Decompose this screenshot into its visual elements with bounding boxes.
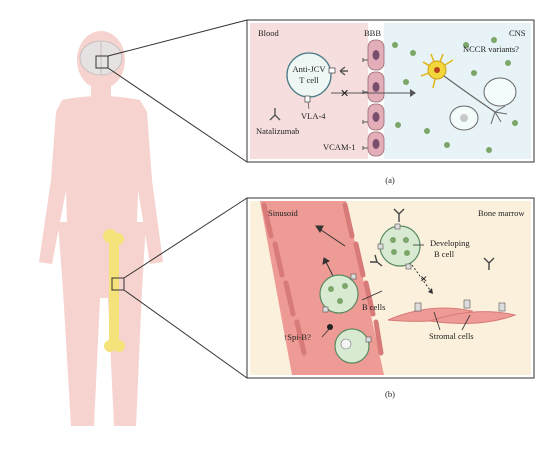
label-developing-line1: Developing <box>430 238 470 248</box>
label-nccr: NCCR variants? <box>463 44 519 54</box>
b-cell-in-sinusoid <box>334 328 372 364</box>
natalizumab-antibody-icons <box>269 66 348 121</box>
label-bbb: BBB <box>364 28 381 38</box>
vessel-wall <box>261 202 384 356</box>
femur-bone-icon <box>103 229 125 352</box>
label-b-cells: B cells <box>362 302 385 312</box>
label-vcam1: VCAM-1 <box>323 142 356 152</box>
natalizumab-antibody-icons-b <box>370 208 495 270</box>
label-spi-b: ↑Spi-B? <box>283 332 311 342</box>
label-natalizumab: Natalizumab <box>256 126 299 136</box>
caption-a: (a) <box>385 175 395 185</box>
developing-b-cell <box>377 223 421 270</box>
human-silhouette <box>39 31 163 426</box>
panel-b: ✕ Sinusoid Bone marrow Developing B cell… <box>246 197 535 379</box>
block-mark-b: ✕ <box>420 274 428 284</box>
caption-b: (b) <box>385 389 395 399</box>
panel-a: ✕ Blood BBB CNS Anti-JCV T cell VLA-4 V <box>246 19 535 163</box>
marrow-zoom-box <box>111 277 125 291</box>
vcam1-receptors <box>362 58 368 150</box>
b-cell-in-sinusoid <box>319 273 359 314</box>
block-mark: ✕ <box>340 88 349 100</box>
label-bone-marrow: Bone marrow <box>478 208 525 218</box>
label-cns: CNS <box>509 28 526 38</box>
stromal-cells <box>387 299 517 324</box>
label-vla4: VLA-4 <box>301 111 326 121</box>
label-sinusoid: Sinusoid <box>268 208 299 218</box>
neuron-icon <box>420 53 517 131</box>
label-blood: Blood <box>258 28 280 38</box>
label-developing-line2: B cell <box>434 249 455 259</box>
label-stromal-cells: Stromal cells <box>429 331 474 341</box>
jcv-virus-particles <box>392 37 518 153</box>
brain-zoom-box <box>95 55 109 69</box>
label-t-cell-line1: Anti-JCV <box>292 64 326 74</box>
label-t-cell-line2: T cell <box>299 75 319 85</box>
